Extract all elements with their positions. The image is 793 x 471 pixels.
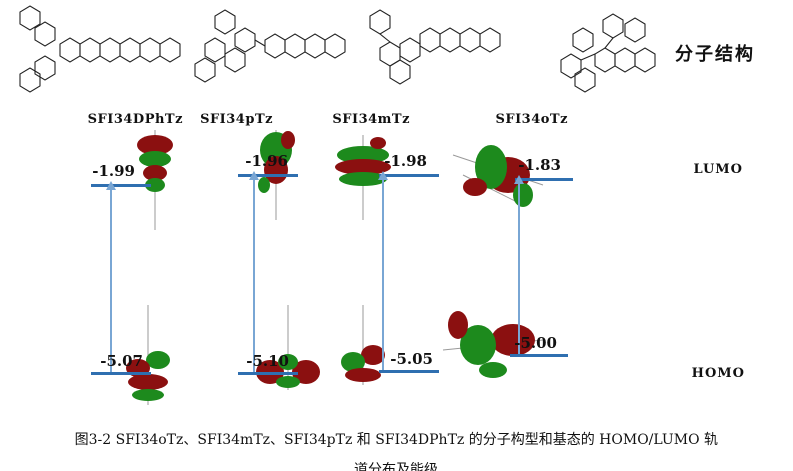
orbital-homo-3 xyxy=(256,305,320,390)
gap-arrow-4 xyxy=(110,188,112,372)
lumo-level-4 xyxy=(91,184,151,187)
homo-axis-label: HOMO xyxy=(691,366,745,381)
gap-arrow-head-1 xyxy=(514,175,524,184)
figure-caption-line1: 图3-2 SFI34oTz、SFI34mTz、SFI34pTz 和 SFI34D… xyxy=(74,432,719,448)
homo-value-2: -5.05 xyxy=(390,350,433,368)
gap-arrow-head-3 xyxy=(249,171,259,180)
gap-arrow-1 xyxy=(518,182,520,354)
homo-value-3: -5.10 xyxy=(246,352,289,370)
orbital-lumo-1 xyxy=(452,145,544,207)
orbital-lumo-4 xyxy=(137,130,173,230)
gap-arrow-head-2 xyxy=(378,171,388,180)
homo-level-1 xyxy=(510,354,568,357)
gap-arrow-2 xyxy=(382,178,384,370)
lumo-value-3: -1.96 xyxy=(245,152,288,170)
structure-sfi34dphtz xyxy=(19,5,181,93)
lumo-value-4: -1.99 xyxy=(92,162,135,180)
homo-level-4 xyxy=(91,372,151,375)
gap-arrow-head-4 xyxy=(106,181,116,190)
orbital-lumo-2 xyxy=(335,135,391,220)
homo-level-2 xyxy=(379,370,439,373)
homo-value-1: -5.00 xyxy=(514,334,557,352)
homo-level-3 xyxy=(238,372,298,375)
lumo-value-1: -1.83 xyxy=(518,156,561,174)
homo-value-4: -5.07 xyxy=(100,352,143,370)
structure-sfi34ptz xyxy=(194,9,346,83)
orbital-homo-2 xyxy=(341,305,385,385)
orbital-homo-4 xyxy=(126,305,170,405)
lumo-value-2: -1.98 xyxy=(384,152,427,170)
figure-caption-line2: 道分布及能级 xyxy=(354,462,439,471)
lumo-axis-label: LUMO xyxy=(693,162,743,177)
lumo-level-3 xyxy=(238,174,298,177)
gap-arrow-3 xyxy=(253,178,255,372)
lumo-level-2 xyxy=(379,174,439,177)
molecular-structures xyxy=(19,5,656,93)
structure-sfi34otz xyxy=(560,13,656,93)
structure-sfi34mtz xyxy=(369,9,501,85)
orbital-homo-1 xyxy=(442,311,544,378)
